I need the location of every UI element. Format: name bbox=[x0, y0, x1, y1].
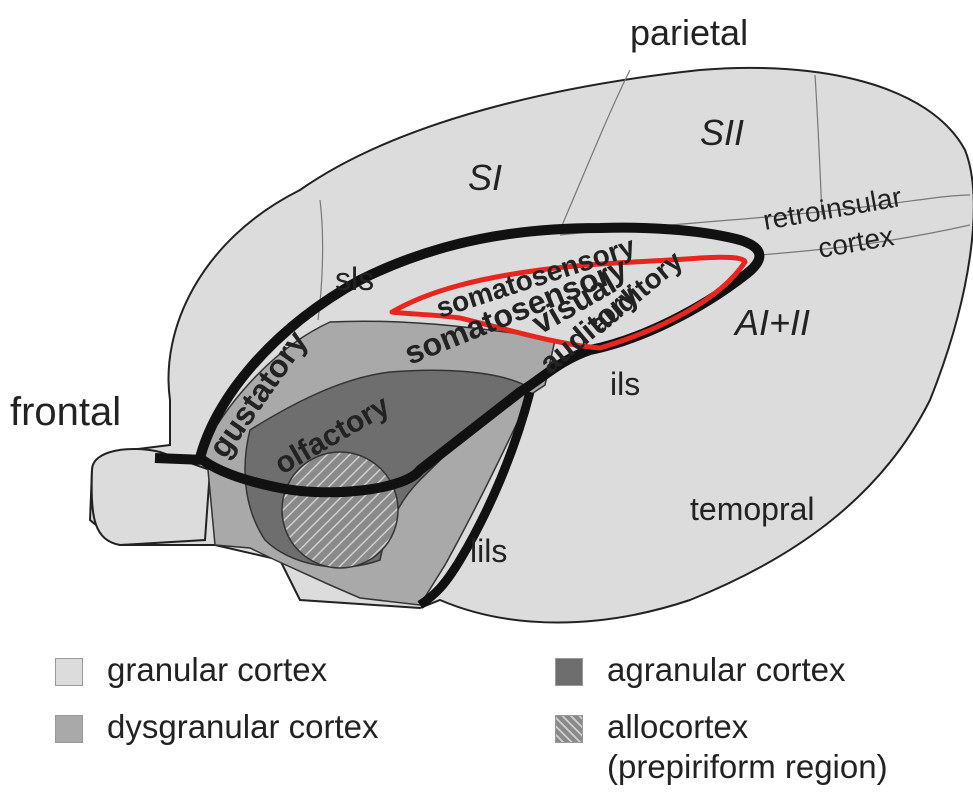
label-temporal: temopral bbox=[690, 491, 815, 527]
label-si: SI bbox=[468, 157, 502, 198]
label-sii: SII bbox=[700, 112, 744, 153]
label-ai-ii: AI+II bbox=[733, 302, 810, 343]
label-frontal: frontal bbox=[10, 390, 121, 434]
label-parietal: parietal bbox=[630, 12, 748, 53]
frontal-stub-line bbox=[155, 458, 205, 460]
label-sls: sls bbox=[335, 261, 374, 297]
label-lils: lils bbox=[470, 533, 507, 569]
label-ils: ils bbox=[610, 366, 640, 402]
